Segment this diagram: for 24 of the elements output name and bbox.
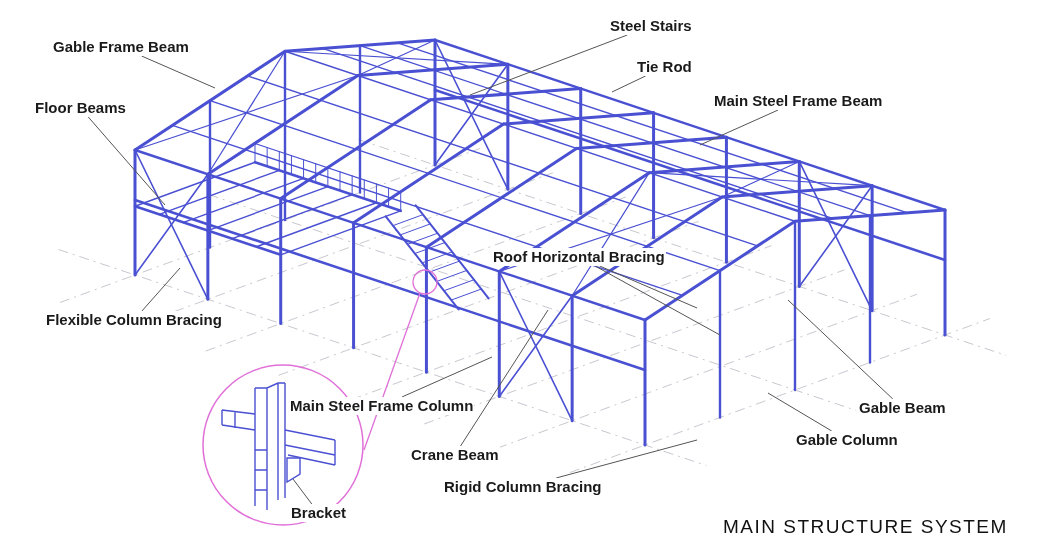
leader-line (594, 265, 721, 336)
part-label: Bracket (290, 504, 348, 522)
part-label: Tie Rod (636, 58, 693, 76)
leader-line (699, 109, 779, 146)
part-label: Roof Horizontal Bracing (492, 248, 666, 266)
diagram-title: MAIN STRUCTURE SYSTEM (723, 515, 1008, 539)
part-label: Flexible Column Bracing (45, 311, 223, 329)
leader-line (141, 267, 181, 312)
part-label: Rigid Column Bracing (443, 478, 603, 496)
leader-line (599, 265, 698, 309)
leader-line (141, 55, 216, 89)
leader-line (469, 34, 628, 96)
leader-line (292, 478, 313, 505)
leader-line (767, 392, 833, 432)
part-label: Gable Frame Beam (52, 38, 190, 56)
leader-line (787, 299, 894, 400)
part-label: Steel Stairs (609, 17, 693, 35)
leader-line (555, 439, 698, 479)
leader-line (401, 356, 493, 398)
part-label: Main Steel Frame Column (289, 397, 475, 415)
leader-line (460, 309, 549, 447)
leader-line (87, 116, 166, 206)
leader-line (611, 75, 646, 93)
part-label: Main Steel Frame Beam (713, 92, 884, 110)
